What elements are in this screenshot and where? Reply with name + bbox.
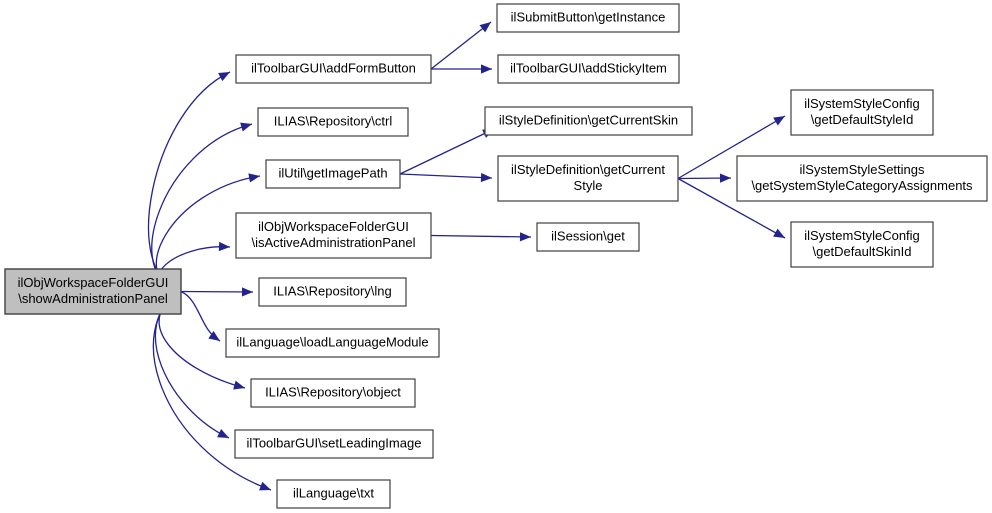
node-label: \getDefaultStyleId	[811, 112, 914, 127]
edge-arrowhead	[218, 241, 230, 252]
edge-arrowhead	[241, 287, 253, 297]
node-label: ilStyleDefinition\getCurrentSkin	[499, 112, 678, 127]
edge-arrowhead	[218, 72, 230, 82]
edge-arrowhead	[480, 172, 492, 183]
graph-node-getDefaultStyleId[interactable]: ilSystemStyleConfig\getDefaultStyleId	[790, 89, 934, 136]
node-box[interactable]	[235, 212, 432, 259]
call-edge	[677, 115, 786, 180]
edge-arrowhead	[233, 380, 245, 390]
node-label: ilToolbarGUI\setLeadingImage	[247, 435, 422, 450]
call-edge	[677, 177, 786, 239]
node-label: ilObjWorkspaceFolderGUI	[18, 275, 169, 290]
node-box[interactable]	[258, 277, 407, 307]
node-box[interactable]	[276, 479, 391, 509]
call-edge	[431, 64, 492, 74]
call-edge	[399, 128, 495, 175]
graph-node-addFormButton[interactable]: ilToolbarGUI\addFormButton	[235, 54, 432, 84]
call-edge	[430, 21, 492, 70]
graph-node-repoLng[interactable]: ILIAS\Repository\lng	[258, 277, 407, 307]
graph-node-getDefaultSkinId[interactable]: ilSystemStyleConfig\getDefaultSkinId	[790, 221, 934, 268]
node-box[interactable]	[225, 328, 440, 358]
node-label: ilUtil\getImagePath	[278, 165, 387, 180]
edge-arrowhead	[773, 116, 785, 126]
node-label: ilSession\get	[551, 228, 625, 243]
graph-node-addStickyItem[interactable]: ilToolbarGUI\addStickyItem	[497, 54, 680, 84]
call-edge	[399, 172, 493, 183]
node-label: ilSystemStyleConfig	[804, 96, 920, 111]
graph-node-repoCtrl[interactable]: ILIAS\Repository\ctrl	[257, 107, 409, 137]
node-box[interactable]	[257, 107, 409, 137]
graph-node-sessionGet[interactable]: ilSession\get	[536, 222, 640, 252]
graph-node-root[interactable]: ilObjWorkspaceFolderGUI\showAdministrati…	[4, 268, 182, 315]
edge-arrowhead	[773, 228, 785, 238]
node-box[interactable]	[790, 221, 934, 268]
node-label: ilLanguage\txt	[293, 485, 374, 500]
edge-arrowhead	[481, 64, 492, 74]
node-label: ILIAS\Repository\lng	[273, 283, 392, 298]
node-label: Style	[574, 178, 603, 193]
node-label: ilSubmitButton\getInstance	[511, 9, 666, 24]
edge-arrowhead	[240, 122, 252, 132]
node-box[interactable]	[536, 222, 640, 252]
node-box[interactable]	[265, 159, 401, 189]
node-label: \getDefaultSkinId	[812, 244, 911, 259]
graph-node-loadLanguageModule[interactable]: ilLanguage\loadLanguageModule	[225, 328, 440, 358]
edge-arrowhead	[719, 173, 731, 183]
edge-arrowhead	[208, 330, 220, 341]
edge-arrowhead	[519, 232, 531, 242]
graph-node-getCurrentSkin[interactable]: ilStyleDefinition\getCurrentSkin	[484, 106, 693, 136]
node-box[interactable]	[497, 54, 680, 84]
node-label: ilToolbarGUI\addStickyItem	[510, 60, 667, 75]
node-label: \isActiveAdministrationPanel	[251, 235, 415, 250]
edge-arrowhead	[248, 173, 260, 183]
node-box[interactable]	[234, 429, 434, 459]
node-box[interactable]	[4, 268, 182, 315]
node-label: \showAdministrationPanel	[18, 291, 168, 306]
node-box[interactable]	[484, 106, 693, 136]
node-label: ilSystemStyleConfig	[804, 228, 920, 243]
node-label: ilStyleDefinition\getCurrent	[511, 162, 665, 177]
node-box[interactable]	[790, 89, 934, 136]
call-edge	[180, 290, 221, 342]
node-label: ilSystemStyleSettings	[800, 162, 925, 177]
node-box[interactable]	[497, 155, 679, 202]
node-label: ILIAS\Repository\object	[265, 384, 401, 399]
graph-node-isActiveAdminPanel[interactable]: ilObjWorkspaceFolderGUI\isActiveAdminist…	[235, 212, 432, 259]
edge-arrowhead	[217, 429, 229, 438]
node-label: ilObjWorkspaceFolderGUI	[258, 219, 409, 234]
graph-node-getImagePath[interactable]: ilUtil\getImagePath	[265, 159, 401, 189]
node-label: ilLanguage\loadLanguageModule	[236, 334, 428, 349]
call-edge	[430, 232, 532, 242]
node-box[interactable]	[250, 378, 416, 408]
node-box[interactable]	[496, 3, 680, 33]
graph-node-setLeadingImage[interactable]: ilToolbarGUI\setLeadingImage	[234, 429, 434, 459]
node-label: ILIAS\Repository\ctrl	[274, 113, 393, 128]
node-box[interactable]	[736, 155, 988, 202]
node-box[interactable]	[235, 54, 432, 84]
graph-node-repoObject[interactable]: ILIAS\Repository\object	[250, 378, 416, 408]
call-edge	[677, 173, 732, 183]
node-label: ilToolbarGUI\addFormButton	[251, 60, 416, 75]
call-edge	[180, 287, 254, 297]
call-edge	[148, 71, 231, 293]
node-layer: ilObjWorkspaceFolderGUI\showAdministrati…	[4, 3, 988, 509]
graph-node-getInstance[interactable]: ilSubmitButton\getInstance	[496, 3, 680, 33]
edge-arrowhead	[259, 481, 271, 491]
graph-node-getSystemStyleCategoryAssignments[interactable]: ilSystemStyleSettings\getSystemStyleCate…	[736, 155, 988, 202]
edge-arrowhead	[479, 22, 491, 33]
graph-node-langTxt[interactable]: ilLanguage\txt	[276, 479, 391, 509]
node-label: \getSystemStyleCategoryAssignments	[751, 178, 973, 193]
